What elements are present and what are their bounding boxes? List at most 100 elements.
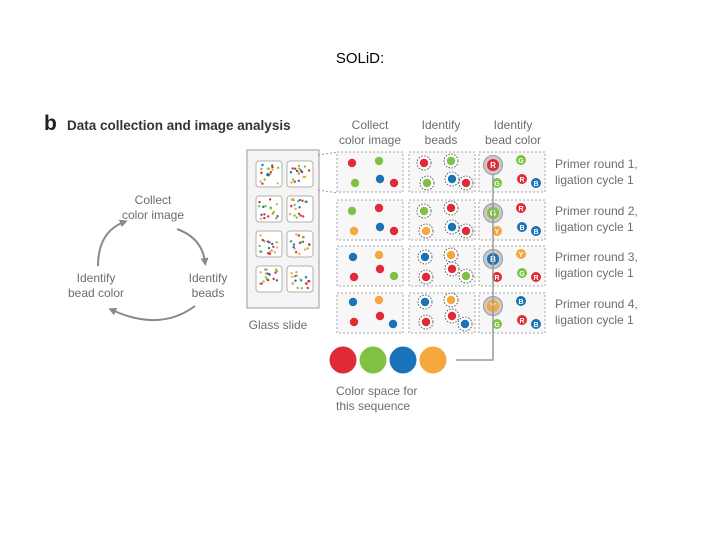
bead (349, 317, 359, 327)
bead-letter: B (533, 229, 538, 236)
lettered-bead (516, 296, 526, 306)
slide-dot (294, 250, 298, 254)
slide-dot (298, 198, 302, 202)
bead-letter: R (494, 275, 499, 282)
slide-dot (297, 179, 300, 182)
identified-bead (421, 272, 431, 282)
bead (374, 250, 384, 260)
slide-dot (261, 238, 264, 242)
slide-dot (306, 286, 309, 290)
slide-dot (259, 180, 262, 183)
bead-letter: B (519, 225, 524, 232)
slide-dot (291, 281, 294, 285)
bead (375, 174, 385, 184)
slide-dot (267, 246, 271, 250)
bead-letter: R (533, 275, 538, 282)
slide-dot (260, 282, 263, 285)
identified-bead (420, 252, 430, 262)
slide-dot (295, 233, 298, 236)
bead (375, 264, 385, 274)
slide-dot (261, 163, 264, 167)
slide-dot (266, 240, 269, 243)
slide-dot (307, 243, 311, 246)
slide-dot (271, 211, 275, 215)
cycle-arrows (97, 219, 209, 321)
bead-letter: R (519, 318, 524, 325)
slide-dot (268, 198, 272, 201)
slide-dot (306, 247, 309, 250)
slide-dot (292, 243, 296, 246)
slide-dot (293, 203, 296, 207)
slide-dot (298, 167, 301, 170)
bead-letter: R (518, 206, 523, 213)
slide-dot (275, 203, 279, 206)
slide-dot (299, 278, 302, 281)
lettered-bead (531, 226, 541, 236)
slide-dot (300, 287, 303, 290)
slide-dot (291, 178, 295, 181)
slide-dot (297, 212, 301, 215)
bead-letter: R (519, 177, 524, 184)
bead-letter: G (494, 181, 500, 188)
slide-dot (292, 197, 295, 201)
row-label-2: Primer round 2,ligation cycle 1 (555, 204, 638, 234)
bead-letter: G (494, 322, 500, 329)
lettered-bead (517, 174, 527, 184)
slide-dot (297, 171, 301, 174)
slide-dot (272, 277, 275, 281)
slide-dot (294, 207, 297, 210)
glass-slide (246, 149, 320, 309)
slide-dot (262, 280, 265, 283)
connector-line (456, 174, 494, 361)
row-label-3: Primer round 3,ligation cycle 1 (555, 250, 638, 280)
bead (375, 311, 385, 321)
zoom-lines (317, 151, 339, 194)
lettered-bead (516, 249, 526, 259)
slide-dot (276, 166, 280, 169)
slide-dot (268, 273, 271, 276)
slide-dot (293, 180, 296, 183)
bead (348, 252, 358, 262)
identified-bead (446, 250, 456, 260)
slide-tile (255, 265, 283, 293)
slide-dot (291, 167, 294, 170)
bead (350, 178, 360, 188)
slide-dot (294, 279, 297, 282)
slide-dot (295, 274, 298, 277)
slide-dot (275, 241, 278, 244)
bead (348, 297, 358, 307)
identified-bead (460, 319, 470, 329)
slide-dot (301, 199, 304, 202)
panel-letter: b (44, 112, 57, 135)
slide-dot (296, 286, 299, 290)
slide-dot (300, 170, 304, 174)
glass-slide-label: Glass slide (248, 318, 308, 332)
slide-dot (262, 205, 265, 209)
slide-dot (298, 206, 301, 209)
slide-dot (260, 250, 263, 254)
bead (349, 226, 359, 236)
color-space-connector (456, 174, 494, 361)
slide-dot (266, 173, 269, 177)
slide-dot (258, 244, 261, 248)
identified-bead (461, 271, 471, 281)
lettered-bead (492, 178, 502, 188)
slide-dot (294, 167, 297, 170)
slide-dot (264, 272, 268, 275)
slide-dot (307, 169, 311, 172)
slide-dot (299, 214, 302, 217)
bead-letter: Y (495, 229, 500, 236)
bead (375, 222, 385, 232)
identified-bead (422, 178, 432, 188)
lettered-bead (531, 272, 541, 282)
identified-bead (446, 156, 456, 166)
slide-dot (275, 279, 279, 282)
slide-dot (266, 167, 270, 170)
slide-dot (302, 175, 305, 179)
